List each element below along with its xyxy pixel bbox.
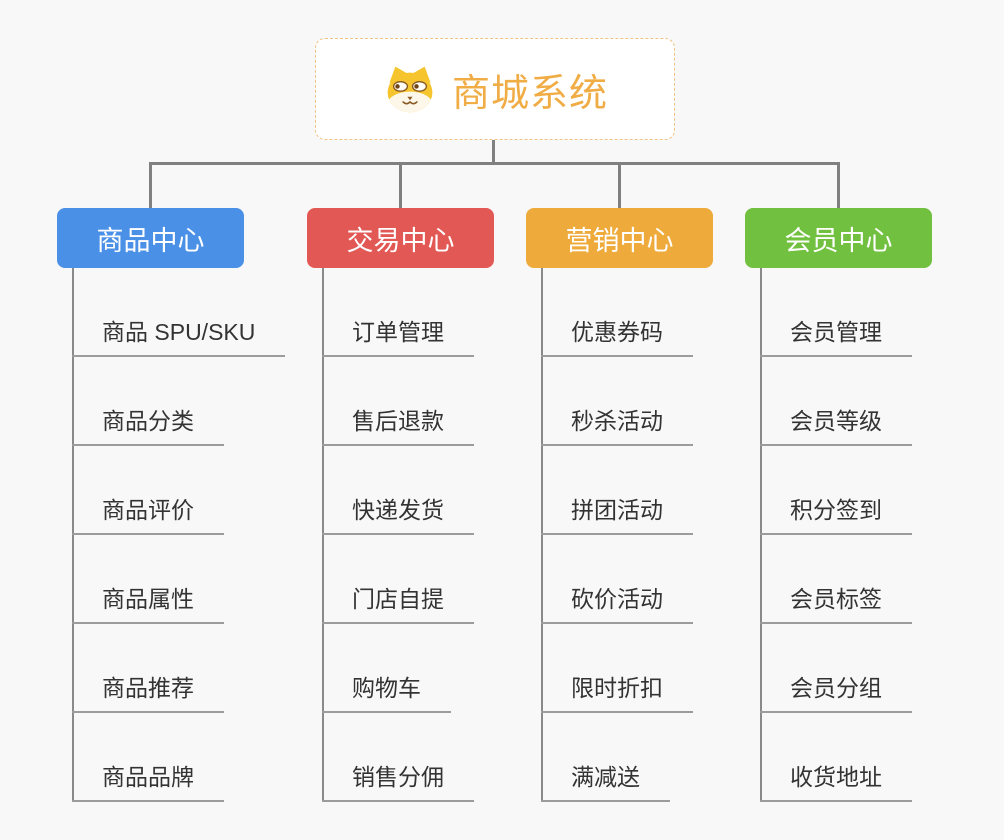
leaf-node[interactable]: 购物车 [322,671,451,713]
leaf-node[interactable]: 会员分组 [760,671,912,713]
leaf-node[interactable]: 优惠券码 [541,315,693,357]
leaf-node[interactable]: 拼团活动 [541,493,693,535]
leaf-node[interactable]: 满减送 [541,760,670,802]
leaf-node[interactable]: 砍价活动 [541,582,693,624]
leaf-node[interactable]: 会员等级 [760,404,912,446]
connector-root-stem [492,140,495,164]
branch-member-center: 会员中心 会员管理 会员等级 积分签到 会员标签 会员分组 收货地址 [745,208,1004,808]
leaf-node[interactable]: 快递发货 [322,493,474,535]
connector-stub-branch-2 [399,162,402,208]
branch-trunk-line [72,268,74,802]
branch-header-product-center[interactable]: 商品中心 [57,208,244,268]
leaf-node[interactable]: 销售分佣 [322,760,474,802]
leaf-node[interactable]: 订单管理 [322,315,474,357]
leaf-node[interactable]: 门店自提 [322,582,474,624]
leaf-node[interactable]: 商品评价 [72,493,224,535]
leaf-node[interactable]: 商品分类 [72,404,224,446]
connector-stub-branch-4 [837,162,840,208]
leaf-node[interactable]: 收货地址 [760,760,912,802]
root-title: 商城系统 [451,72,608,115]
leaf-node[interactable]: 限时折扣 [541,671,693,713]
branch-header-trade-center[interactable]: 交易中心 [307,208,494,268]
leaf-node[interactable]: 积分签到 [760,493,912,535]
connector-stub-branch-3 [618,162,621,208]
dog-face-icon [387,66,433,113]
leaf-node[interactable]: 会员管理 [760,315,912,357]
connector-stub-branch-1 [149,162,152,208]
branch-header-member-center[interactable]: 会员中心 [745,208,932,268]
leaf-node[interactable]: 秒杀活动 [541,404,693,446]
connector-bus [149,162,840,165]
leaf-node[interactable]: 会员标签 [760,582,912,624]
branch-trade-center: 交易中心 订单管理 售后退款 快递发货 门店自提 购物车 销售分佣 [307,208,567,808]
leaf-node[interactable]: 商品品牌 [72,760,224,802]
branch-trunk-line [541,268,543,802]
branch-trunk-line [760,268,762,802]
leaf-node[interactable]: 商品推荐 [72,671,224,713]
branch-marketing-center: 营销中心 优惠券码 秒杀活动 拼团活动 砍价活动 限时折扣 满减送 [526,208,786,808]
root-node[interactable]: 商城系统 [315,38,675,140]
branch-product-center: 商品中心 商品 SPU/SKU 商品分类 商品评价 商品属性 商品推荐 商品品牌 [57,208,317,808]
branch-header-marketing-center[interactable]: 营销中心 [526,208,713,268]
leaf-node[interactable]: 商品 SPU/SKU [72,315,286,357]
leaf-node[interactable]: 售后退款 [322,404,474,446]
branch-trunk-line [322,268,324,802]
leaf-node[interactable]: 商品属性 [72,582,224,624]
